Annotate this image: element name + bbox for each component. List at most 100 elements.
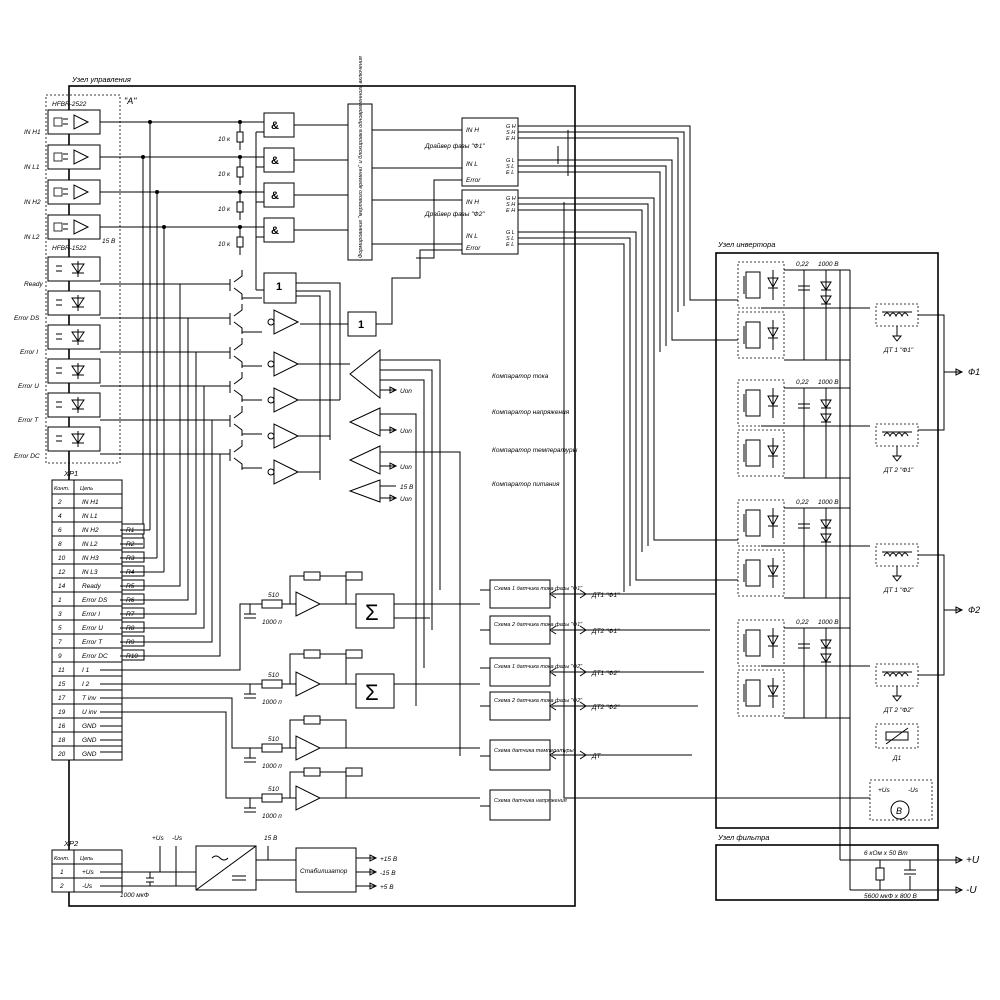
phase-1-label: Ф1	[968, 367, 980, 377]
label-a: "А"	[124, 96, 137, 106]
driver-2-in-l: IN L	[466, 233, 478, 240]
fan-label: В	[896, 806, 902, 816]
xp1-net: Error I	[82, 611, 100, 618]
driver-2-eh: E H	[506, 208, 515, 214]
xp1-pin: 7	[58, 639, 62, 646]
driver-1-el: E L	[506, 170, 514, 176]
status-drivers	[100, 270, 350, 485]
r510-0: 510	[268, 592, 279, 599]
stabilizer-label: Стабилизатор	[300, 867, 348, 875]
input-junctions	[141, 120, 242, 229]
xp1-net: IN L3	[82, 569, 98, 576]
cap-022-1: 0,22	[796, 379, 809, 386]
c1000-1: 1000 п	[262, 699, 282, 706]
xp2-row: 2-Us	[51, 877, 123, 893]
driver-1-in-l: IN L	[466, 161, 478, 168]
input-label-2: IN H2	[24, 199, 41, 206]
driver-2-gl: G L	[506, 230, 515, 236]
xp1-row: 15 I 2	[51, 675, 123, 691]
summator-1: Σ	[365, 600, 379, 625]
r510-3: 510	[268, 786, 279, 793]
rail-minus15: -15 В	[380, 870, 396, 877]
hfbr-rx-label: HFBR-1522	[52, 245, 87, 252]
or-gate-enable-symbol: 1	[276, 281, 282, 293]
fan-plus: +Us	[878, 787, 890, 794]
v1000-1: 1000 В	[818, 379, 839, 386]
xp1-pin: 5	[58, 625, 62, 632]
xp1-pin: 3	[58, 611, 62, 618]
control-unit-title: Узел управления	[71, 75, 131, 84]
us-plus: +Us	[152, 835, 164, 842]
xp1-net: IN H1	[82, 499, 99, 506]
or-enable-wires	[256, 282, 341, 480]
xp2-header-1: Цепь	[80, 856, 93, 862]
igbt-modules	[737, 261, 785, 717]
sensor-circuit-2: Схема 1 датчика тока фазы "Ф2"	[494, 664, 583, 670]
comparator-temperature: Компаратор температуры	[492, 447, 578, 454]
driver-1-sh: S H	[506, 130, 515, 136]
uon-1: Uon	[400, 388, 412, 395]
or-gate-error	[347, 311, 377, 337]
driver-2-sl: S L	[506, 236, 514, 242]
xp1-net: GND	[82, 737, 97, 744]
input-label-0: IN H1	[24, 129, 41, 136]
xp1-net: IN L1	[82, 513, 98, 520]
xp1-header-row: Конт.Цепь	[51, 479, 123, 495]
hfbr-tx-label: HFBR-2522	[52, 101, 87, 108]
dt1-phase1: ДТ 1 "Ф1"	[883, 347, 914, 354]
comparator-supply: Компаратор питания	[492, 481, 560, 488]
xp1-pin: 11	[58, 667, 65, 674]
xp1-net: Error U	[82, 625, 103, 632]
xp1-net: I 2	[82, 681, 90, 688]
driver-phase-1	[461, 117, 519, 187]
dt2-phase1: ДТ 2 "Ф1"	[883, 467, 914, 474]
xp1-row: 16 GND	[51, 717, 123, 733]
driver-2-el: E L	[506, 242, 514, 248]
current-sensors	[875, 303, 962, 702]
uon-2: Uon	[400, 428, 412, 435]
input-label-3: IN L2	[24, 234, 40, 241]
xp2-header-row: Конт.Цепь	[51, 849, 123, 865]
sensor-dt-2: ДТ1 "Ф2"	[591, 670, 620, 677]
filter-plus-label: +U	[966, 855, 980, 866]
gate-drive-wires	[518, 125, 870, 799]
summator-2: Σ	[365, 680, 379, 705]
rail-plus5: +5 В	[380, 884, 394, 891]
driver-input-wires	[372, 129, 462, 245]
res-10k-3: 10 к	[218, 241, 231, 248]
and-gate-1-symbol: &	[271, 155, 279, 167]
sensor-circuit-1: Схема 2 датчика тока фазы "Ф1"	[494, 622, 583, 628]
xp1-pin: 15	[58, 681, 66, 688]
xp1-net: Ready	[82, 583, 102, 590]
v1000-3: 1000 В	[818, 619, 839, 626]
cap-022-2: 0,22	[796, 499, 809, 506]
and-gate-2-symbol: &	[271, 190, 279, 202]
res-10k-1: 10 к	[218, 171, 231, 178]
xp1-net: IN H3	[82, 555, 99, 562]
comparator-voltage: Компаратор напряжения	[492, 409, 570, 416]
power-supply	[100, 845, 378, 893]
xp1-net: GND	[82, 723, 97, 730]
xp1-net: IN H2	[82, 527, 99, 534]
driver-1-in-h: IN H	[466, 127, 479, 134]
xp2-net: -Us	[82, 883, 93, 890]
opto-outputs	[47, 256, 101, 452]
xp1-header-0: Конт.	[54, 486, 69, 492]
or-gate-error-symbol: 1	[358, 319, 364, 331]
pull-resistors	[236, 131, 244, 255]
xp1-pin: 16	[58, 723, 66, 730]
v15-label: 15 В	[102, 238, 116, 245]
and-gate-0-symbol: &	[271, 120, 279, 132]
c1000-3: 1000 п	[262, 813, 282, 820]
cap-022-0: 0,22	[796, 261, 809, 268]
